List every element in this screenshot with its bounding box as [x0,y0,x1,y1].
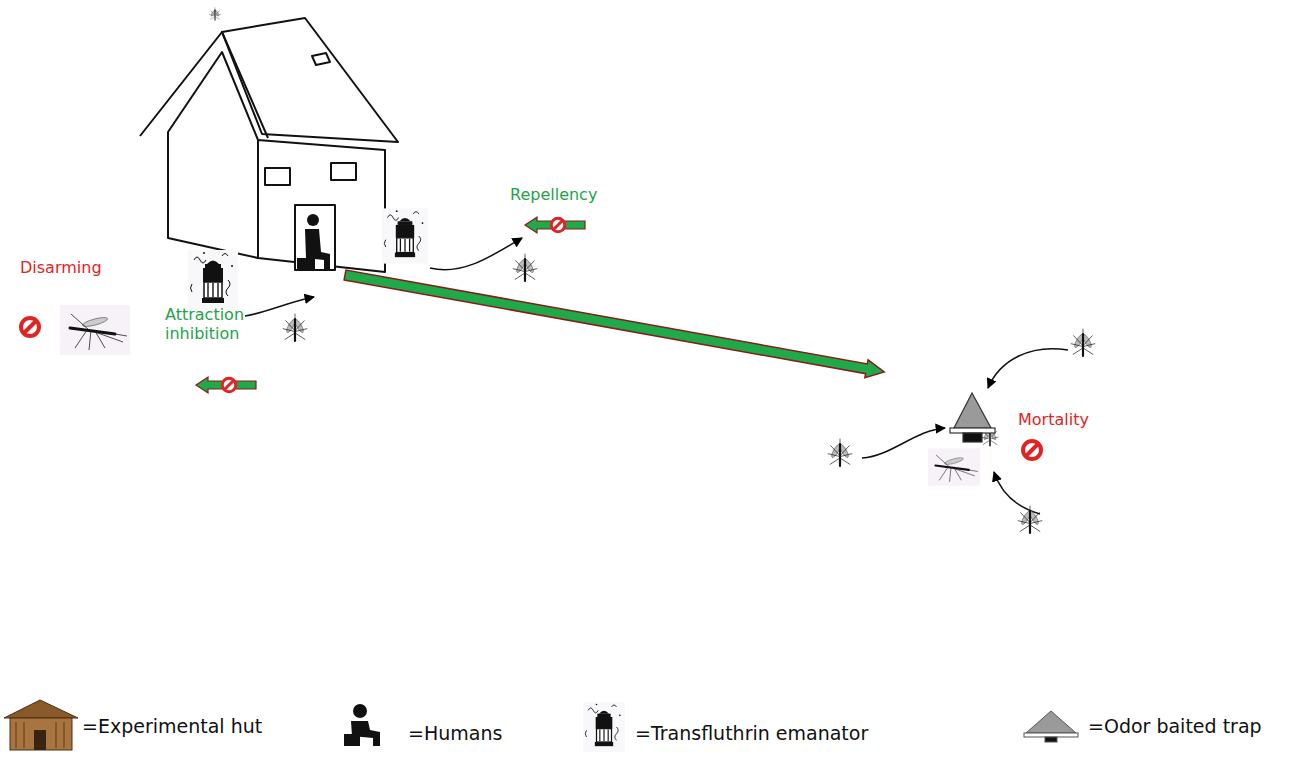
mosquito [209,7,221,20]
legend-text: =Odor baited trap [1088,715,1262,738]
mosquito [1018,506,1042,533]
effect-label: Attraction inhibition [165,305,265,343]
human-stool [297,258,315,271]
legend-human-icon [344,704,380,746]
effect-label: Disarming [20,258,102,277]
legend-trap-icon [1024,711,1078,742]
mosquito [1071,329,1095,356]
house-door [295,205,335,270]
dead-mosquito [60,305,130,355]
flight-arrow [988,349,1068,388]
house-window [265,168,290,185]
flight-arrow [994,472,1040,514]
legend-emanator-icon [583,702,625,752]
mosquito [283,314,307,341]
human-figure [297,214,330,271]
flight-arrows [245,238,1068,514]
prohibition-sign [21,318,39,336]
effect-label: Repellency [510,185,597,204]
flight-arrow [245,297,314,316]
house-window [331,163,356,180]
mosquito [828,439,852,466]
house-drawing [140,18,398,272]
transfluthrin-emanator [382,208,428,263]
legend-text: =Humans [408,722,502,745]
mosquito [513,254,537,281]
odor-baited-trap [950,393,995,442]
dead-mosquito [928,448,980,485]
house-roof [222,18,398,142]
legend-text: =Experimental hut [82,715,262,738]
effect-label: Mortality [1018,410,1089,429]
legend-hut-icon [4,700,78,750]
blocked-arrow [196,377,256,393]
house-gable-edge [140,32,268,138]
transfluthrin-emanator [188,250,238,310]
blocked-arrow [525,217,585,233]
house-chimney [312,53,330,65]
flight-arrow [430,238,522,270]
house-front-wall [258,140,385,272]
prohibition-sign [1023,441,1041,459]
legend-text: =Transfluthrin emanator [635,722,868,745]
diversion-arrow [344,270,884,378]
human-head [307,214,319,226]
